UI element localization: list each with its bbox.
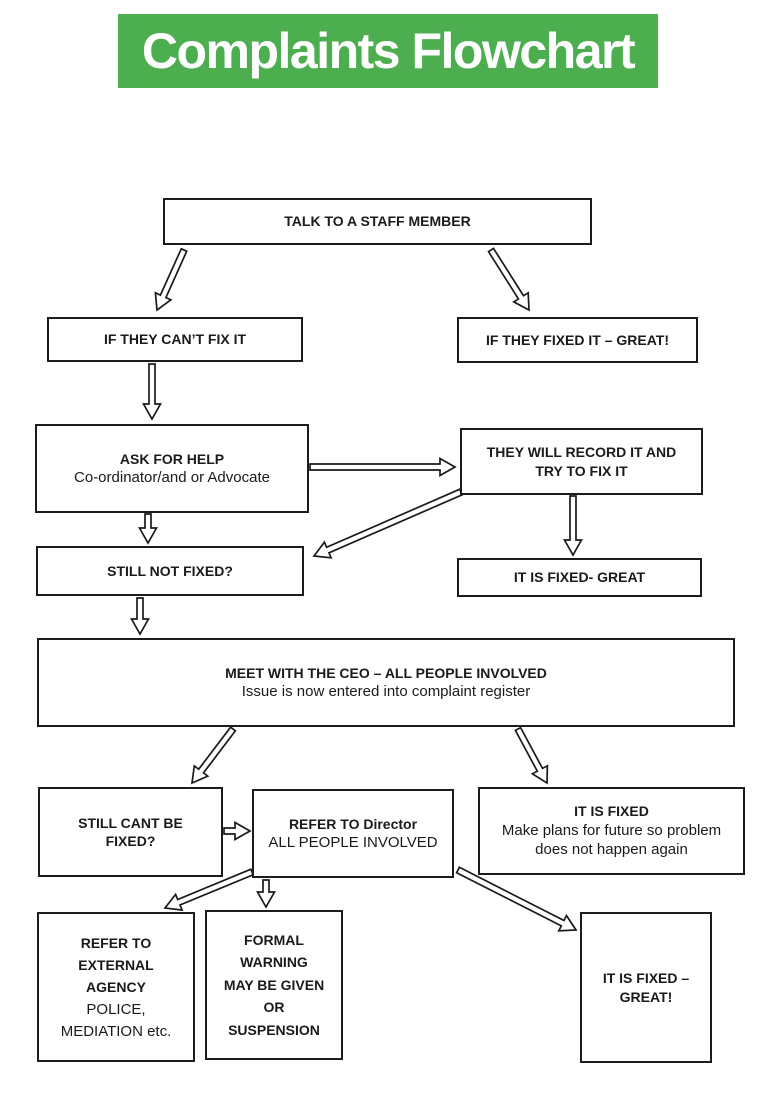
arrow-still-cant-to-refer-director [223, 821, 252, 841]
arrow-talk-to-staff-to-if-fixed-great [487, 247, 530, 312]
node-title: REFER TO Director [288, 815, 418, 832]
arrow-still-not-fixed-to-meet-ceo [130, 597, 150, 636]
node-title: STILL CANT BE FIXED? [78, 814, 183, 849]
node-subtitle: ALL PEOPLE INVOLVED [268, 833, 438, 851]
arrow-meet-ceo-to-fixed-make-plans [514, 726, 549, 785]
arrow-meet-ceo-to-still-cant-be-fixed [190, 726, 237, 785]
node-if-cant-fix: IF THEY CAN’T FIX IT [47, 317, 303, 362]
node-title: MEET WITH THE CEO – ALL PEOPLE INVOLVED [225, 664, 547, 681]
arrow-record-and-fix-to-fixed-great-mid [563, 495, 583, 557]
node-title: IT IS FIXED- GREAT [513, 569, 646, 586]
node-title: IT IS FIXED [574, 803, 649, 820]
node-subtitle: POLICE, MEDIATION etc. [60, 1000, 172, 1040]
arrow-ask-for-help-to-still-not-fixed [138, 513, 158, 545]
node-fixed-great-final: IT IS FIXED – GREAT! [580, 912, 712, 1063]
node-subtitle: Make plans for future so problem does no… [501, 821, 722, 859]
node-fixed-make-plans: IT IS FIXED Make plans for future so pro… [478, 787, 745, 875]
node-formal-warning: FORMAL WARNING MAY BE GIVEN OR SUSPENSIO… [205, 910, 343, 1060]
node-title: STILL NOT FIXED? [107, 562, 233, 579]
node-title: IT IS FIXED – GREAT! [602, 970, 690, 1005]
node-meet-ceo: MEET WITH THE CEO – ALL PEOPLE INVOLVED … [37, 638, 735, 727]
arrow-refer-director-to-fixed-great [455, 866, 578, 932]
node-title: IF THEY CAN’T FIX IT [103, 331, 247, 348]
arrow-refer-director-to-formal-warning [256, 879, 276, 909]
node-refer-external: REFER TO EXTERNAL AGENCY POLICE, MEDIATI… [37, 912, 195, 1062]
arrow-if-cant-fix-to-ask-for-help [142, 363, 162, 421]
node-still-cant-be-fixed: STILL CANT BE FIXED? [38, 787, 223, 877]
arrow-refer-director-to-refer-external [163, 868, 255, 912]
node-title: FORMAL WARNING MAY BE GIVEN OR SUSPENSIO… [223, 932, 325, 1038]
title-banner: Complaints Flowchart [118, 14, 658, 88]
node-talk-to-staff: TALK TO A STAFF MEMBER [163, 198, 592, 245]
node-fixed-great-mid: IT IS FIXED- GREAT [457, 558, 702, 597]
page-title: Complaints Flowchart [141, 23, 636, 79]
arrow-record-and-fix-to-still-not-fixed [312, 488, 464, 559]
node-title: TALK TO A STAFF MEMBER [284, 213, 471, 230]
node-title: REFER TO EXTERNAL AGENCY [78, 934, 154, 996]
node-record-and-fix: THEY WILL RECORD IT AND TRY TO FIX IT [460, 428, 703, 495]
node-title: IF THEY FIXED IT – GREAT! [485, 331, 670, 348]
node-if-fixed-great: IF THEY FIXED IT – GREAT! [457, 317, 698, 363]
node-refer-director: REFER TO Director ALL PEOPLE INVOLVED [252, 789, 454, 878]
node-still-not-fixed: STILL NOT FIXED? [36, 546, 304, 596]
node-subtitle: Issue is now entered into complaint regi… [241, 682, 531, 700]
node-title: THEY WILL RECORD IT AND TRY TO FIX IT [486, 444, 677, 479]
arrow-ask-for-help-to-record-and-fix [309, 457, 457, 477]
arrow-talk-to-staff-to-if-cant-fix [154, 247, 188, 312]
node-subtitle: Co-ordinator/and or Advocate [74, 468, 270, 486]
node-ask-for-help: ASK FOR HELP Co-ordinator/and or Advocat… [35, 424, 309, 513]
node-title: ASK FOR HELP [119, 450, 225, 467]
